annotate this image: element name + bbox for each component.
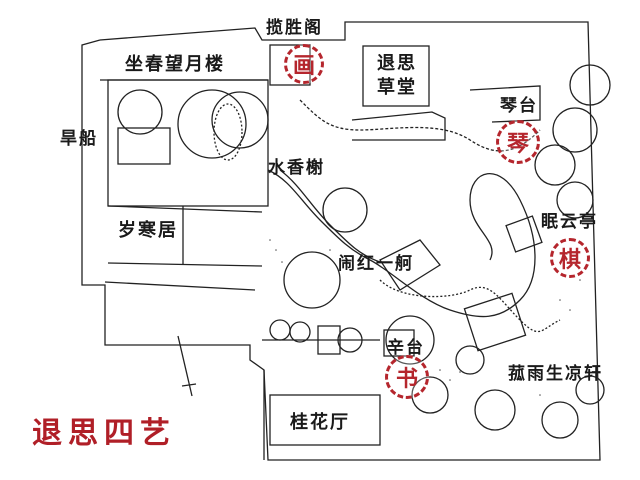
art-badge-chess: 棋 [550,238,590,278]
label-tuisi-caotang: 退思草堂 [377,53,417,99]
label-qintai: 琴台 [500,96,538,116]
tuisi-building [362,45,430,107]
art-badge-painting: 画 [284,44,324,84]
garden-boundary [81,21,601,461]
label-xintai: 辛台 [387,338,425,358]
art-badge-calligraphy: 书 [385,355,429,399]
label-shuixiang-xie: 水香榭 [268,158,325,178]
label-zuochun-wangyue-lou: 坐春望月楼 [125,54,225,75]
zuochun-building [107,79,269,207]
map-title: 退思四艺 [32,416,176,451]
label-hanchuan: 旱船 [60,129,98,149]
art-badge-music: 琴 [496,120,540,164]
label-suihan-ju: 岁寒居 [118,220,178,241]
label-mianyun-ting: 眠云亭 [541,212,598,232]
label-guihua-ting: 桂花厅 [290,412,350,433]
label-naohong-yige: 闹红一舸 [338,254,414,274]
guihua-building [269,394,381,446]
label-lansheng-ge: 揽胜阁 [266,18,323,38]
label-guyu-shengliang-xuan: 菰雨生凉轩 [508,364,603,384]
